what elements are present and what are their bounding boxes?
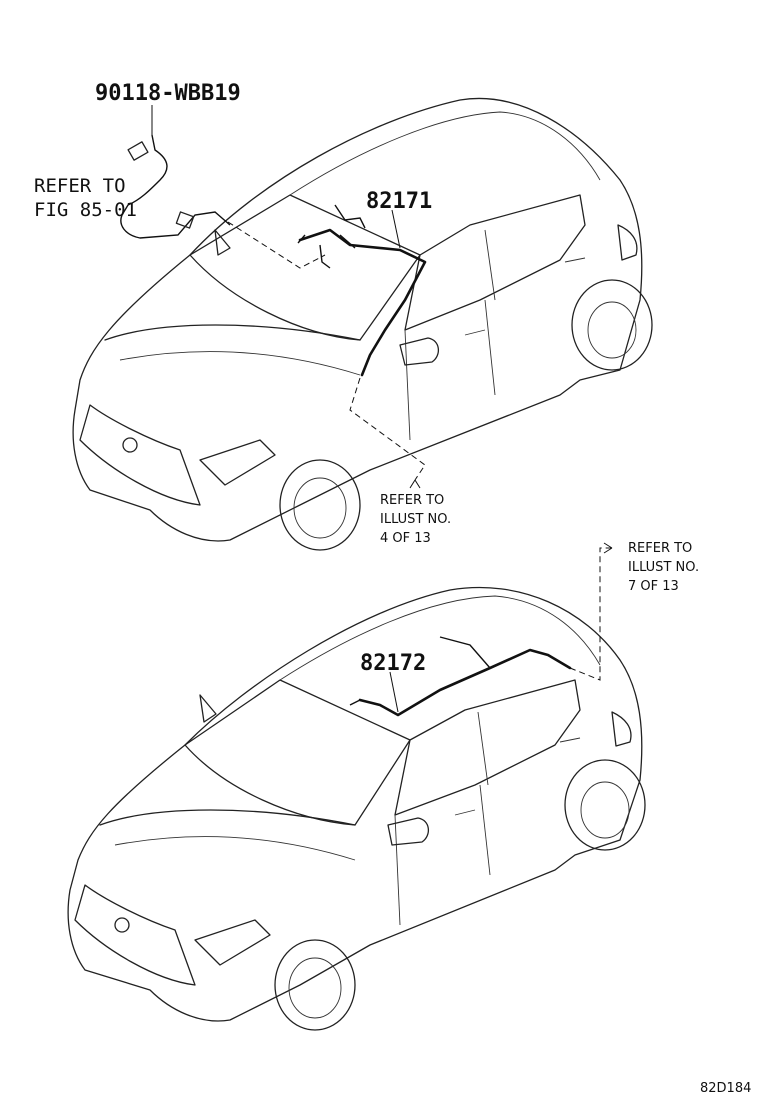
dash-illust4 (349, 377, 426, 481)
part-82171-label: 82171 (366, 189, 432, 214)
part-90118-label: 90118-WBB19 (95, 81, 241, 106)
upper-car-outline (72, 97, 653, 551)
harness-82172 (349, 636, 572, 717)
refer-illust4-line2: ILLUST NO. (380, 512, 451, 527)
refer-illust7-line3: 7 OF 13 (628, 579, 679, 594)
dash-illust7 (569, 547, 612, 681)
diagram-code: 82D184 (700, 1081, 751, 1096)
arrow-illust7 (603, 542, 613, 554)
refer-fig-line2: FIG 85-01 (34, 199, 137, 221)
arrow-illust4 (409, 479, 421, 489)
refer-illust4-line3: 4 OF 13 (380, 531, 431, 546)
clip-90118-connector (120, 134, 231, 239)
refer-illust7-line2: ILLUST NO. (628, 560, 699, 575)
harness-82171 (297, 204, 427, 377)
refer-fig-line1: REFER TO (34, 175, 126, 197)
refer-illust7-line1: REFER TO (628, 541, 692, 556)
leader-82172 (389, 671, 399, 713)
lower-car-outline (67, 586, 646, 1031)
leader-82171 (391, 209, 401, 249)
part-82172-label: 82172 (360, 651, 426, 676)
dash-fig85 (227, 221, 326, 269)
refer-illust4-line1: REFER TO (380, 493, 444, 508)
